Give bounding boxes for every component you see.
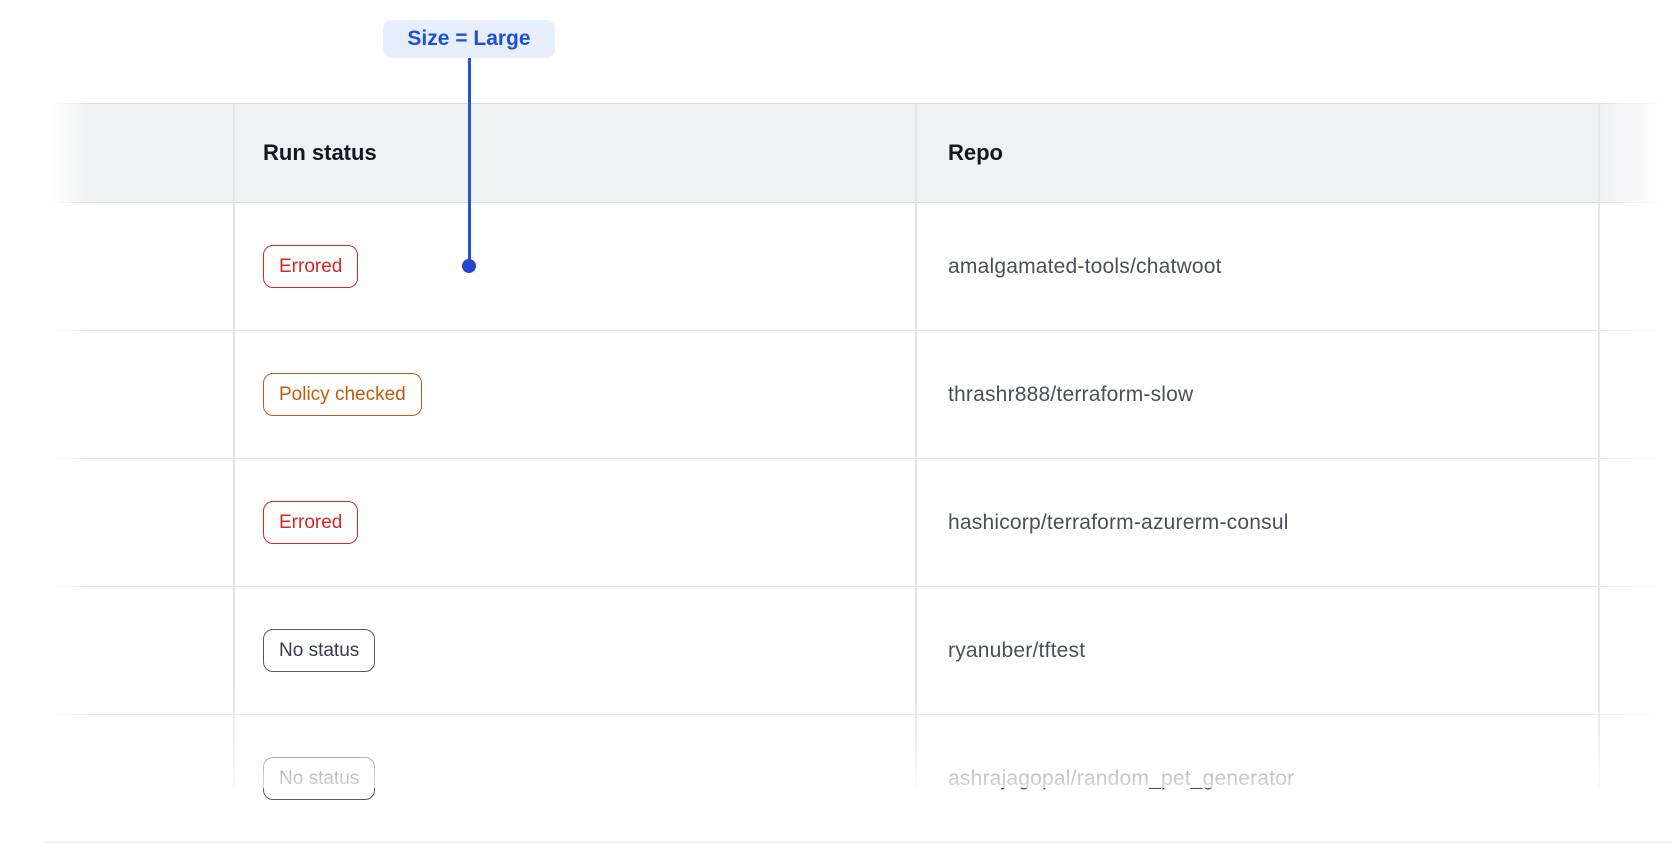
run-status-badge: No status <box>263 628 376 673</box>
empty-cell <box>45 587 233 714</box>
empty-cell <box>45 203 233 330</box>
table-header-row: Run status Repo <box>45 103 1672 203</box>
empty-cell <box>45 459 233 586</box>
repo-cell: hashicorp/terraform-azurerm-consul <box>915 511 1672 535</box>
run-status-badge: No status <box>263 756 376 801</box>
run-status-cell: Policy checked <box>233 372 915 417</box>
run-status-badge: Policy checked <box>263 372 422 417</box>
column-header-run-status[interactable]: Run status <box>233 140 915 166</box>
table-row[interactable]: Policy checked thrashr888/terraform-slow <box>45 331 1672 459</box>
repo-cell: ashrajagopal/random_pet_generator <box>915 767 1672 791</box>
size-annotation-chip: Size = Large <box>383 20 555 58</box>
repo-name: thrashr888/terraform-slow <box>948 382 1194 406</box>
size-annotation-label: Size = Large <box>407 27 531 50</box>
column-divider <box>1598 103 1600 788</box>
annotation-point-dot <box>462 259 476 273</box>
repo-cell: thrashr888/terraform-slow <box>915 383 1672 407</box>
runs-table[interactable]: Run status Repo Errored amalgamated-tool… <box>45 103 1672 843</box>
table-body: Errored amalgamated-tools/chatwoot Polic… <box>45 203 1672 843</box>
table-row[interactable]: Errored hashicorp/terraform-azurerm-cons… <box>45 459 1672 587</box>
run-status-cell: No status <box>233 756 915 801</box>
table-row[interactable]: Errored amalgamated-tools/chatwoot <box>45 203 1672 331</box>
empty-cell <box>45 331 233 458</box>
repo-name: ryanuber/tftest <box>948 638 1086 662</box>
column-header-label: Repo <box>948 140 1003 165</box>
table-row[interactable]: No status ryanuber/tftest <box>45 587 1672 715</box>
repo-name: amalgamated-tools/chatwoot <box>948 254 1222 278</box>
column-header-repo[interactable]: Repo <box>915 140 1672 166</box>
run-status-badge: Errored <box>263 244 359 289</box>
run-status-cell: Errored <box>233 244 915 289</box>
repo-name: hashicorp/terraform-azurerm-consul <box>948 510 1289 534</box>
run-status-cell: Errored <box>233 500 915 545</box>
column-divider <box>915 103 917 788</box>
repo-cell: amalgamated-tools/chatwoot <box>915 255 1672 279</box>
empty-cell <box>45 715 233 842</box>
repo-cell: ryanuber/tftest <box>915 639 1672 663</box>
column-divider <box>233 103 235 788</box>
column-header-label: Run status <box>263 140 377 165</box>
repo-name: ashrajagopal/random_pet_generator <box>948 766 1295 790</box>
run-status-cell: No status <box>233 628 915 673</box>
annotation-connector-line <box>468 58 471 261</box>
column-header-empty <box>45 104 233 202</box>
table-row[interactable]: No status ashrajagopal/random_pet_genera… <box>45 715 1672 843</box>
run-status-badge: Errored <box>263 500 359 545</box>
